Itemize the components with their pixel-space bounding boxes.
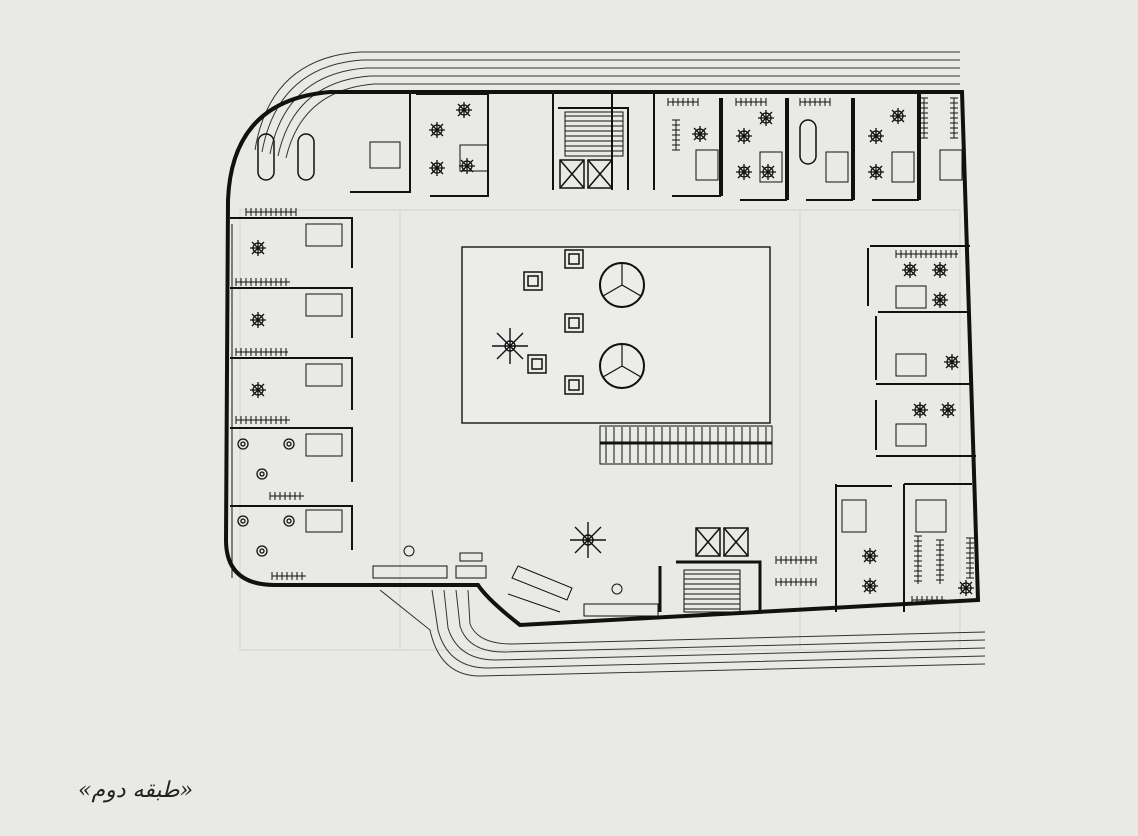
floor-title: «طبقه دوم» [78, 778, 194, 803]
plant-icon [237, 102, 974, 596]
chair-icon [523, 249, 584, 395]
outer-walls [223, 90, 981, 628]
round-table-icon [599, 262, 645, 389]
meeting-table-icon [257, 119, 817, 181]
elevator-icon [559, 159, 762, 612]
atrium-void [461, 246, 771, 424]
sofa-icon [372, 545, 659, 617]
left-rooms [230, 217, 353, 578]
stair-icon [564, 111, 741, 613]
right-rooms [835, 245, 976, 612]
chair-row-icon [235, 97, 974, 604]
escalator-icon [599, 425, 773, 465]
tree-icon [492, 328, 606, 558]
desk-icon [305, 141, 963, 533]
